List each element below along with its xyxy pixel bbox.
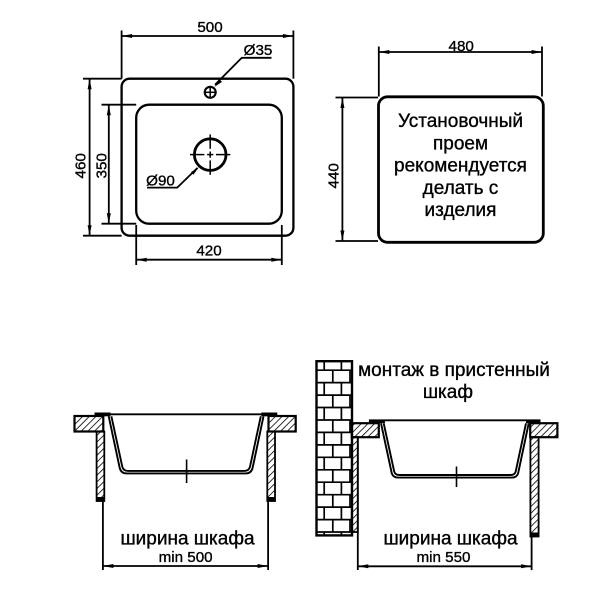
svg-text:проем: проем [433, 133, 488, 154]
svg-text:Установочный: Установочный [398, 111, 523, 132]
svg-text:делать с: делать с [423, 178, 499, 199]
svg-text:440: 440 [326, 163, 343, 188]
svg-text:монтаж в пристенный: монтаж в пристенный [358, 360, 550, 381]
svg-text:min 500: min 500 [159, 549, 213, 566]
svg-text:480: 480 [449, 38, 474, 55]
svg-text:min 550: min 550 [416, 549, 470, 566]
svg-text:500: 500 [197, 19, 222, 36]
svg-text:460: 460 [72, 153, 89, 178]
svg-text:изделия: изделия [425, 200, 497, 221]
svg-text:350: 350 [94, 153, 111, 178]
svg-text:шкаф: шкаф [423, 382, 473, 403]
svg-text:ширина шкафа: ширина шкафа [120, 528, 255, 549]
svg-text:Ø90: Ø90 [146, 173, 175, 190]
svg-text:рекомендуется: рекомендуется [394, 156, 527, 177]
svg-text:Ø35: Ø35 [244, 42, 273, 59]
svg-text:420: 420 [196, 242, 221, 259]
svg-text:ширина шкафа: ширина шкафа [383, 528, 518, 549]
